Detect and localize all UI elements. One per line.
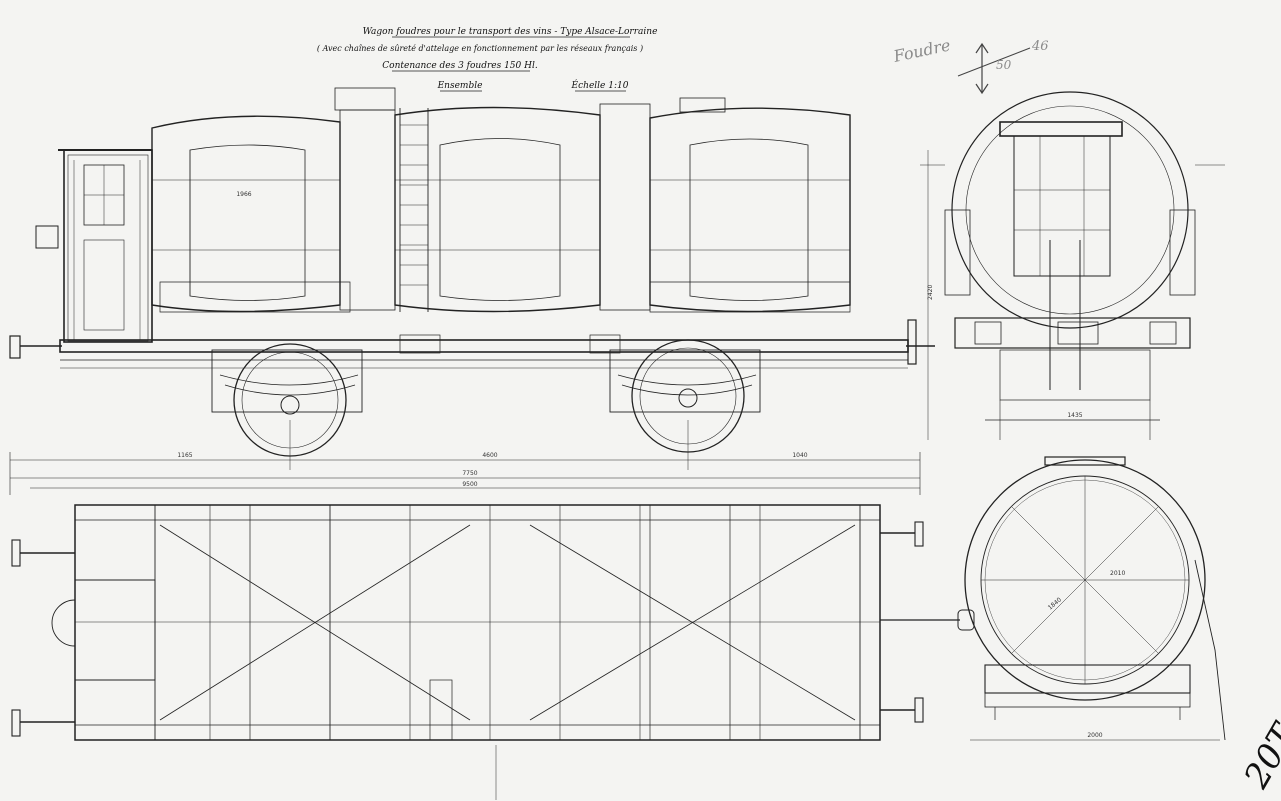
pencil-figure-46: 46 [1031, 39, 1049, 54]
view-label-ensemble: Ensemble [437, 81, 483, 91]
foudre-barrels [151, 87, 851, 313]
dim-barrel-length: 1966 [236, 191, 251, 198]
dim-overall-length: 9500 [462, 481, 477, 488]
title-line-3: Contenance des 3 foudres 150 Hl. [382, 61, 538, 71]
underframe [9, 319, 935, 369]
dim-tank-diameter: 2010 [1110, 570, 1125, 577]
title-block: Wagon foudres pour le transport des vins… [317, 27, 658, 92]
dim-barrel-diameter: 1840 [1047, 596, 1063, 611]
dim-between-buffers: 7750 [462, 470, 477, 477]
dim-end-height: 2420 [927, 285, 934, 300]
dim-wheelbase: 4600 [482, 452, 497, 459]
pencil-note-foudre: Foudre [891, 35, 952, 66]
title-line-1: Wagon foudres pour le transport des vins… [363, 27, 658, 37]
brakeman-cabin [35, 149, 153, 343]
pencil-figure-50: 50 [996, 58, 1012, 72]
side-dimensions: 1165 4600 1040 7750 9500 1966 2420 [9, 150, 934, 495]
dim-overhang-left: 1165 [177, 452, 192, 459]
cross-section: 2010 1840 2000 [964, 456, 1226, 741]
pencil-note-20t: 20T [1236, 716, 1281, 796]
end-elevation: 1435 [920, 91, 1225, 440]
dim-track-gauge: 1435 [1067, 412, 1082, 419]
wheelsets [211, 339, 761, 457]
title-line-2: ( Avec chaînes de sûreté d'attelage en f… [317, 44, 643, 53]
scale-label: Échelle 1:10 [571, 79, 629, 91]
pencil-notes: Foudre 50 46 20T [891, 35, 1281, 795]
dim-overhang-right: 1040 [792, 452, 807, 459]
side-elevation: 1165 4600 1040 7750 9500 1966 2420 [9, 87, 935, 495]
dim-cross-width: 2000 [1087, 732, 1102, 739]
plan-view [11, 504, 975, 800]
